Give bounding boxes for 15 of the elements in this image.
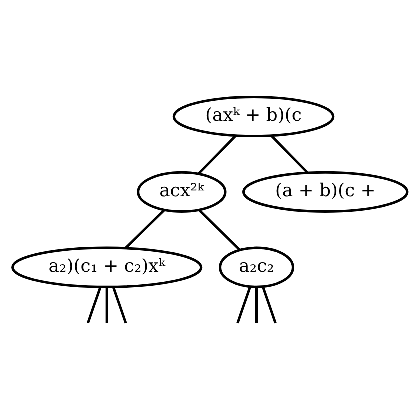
node-ellipse: acx²ᵏ — [137, 170, 227, 212]
node-ellipse: a₂)(c₁ + c₂)xᵏ — [12, 246, 203, 288]
connector — [236, 286, 252, 324]
connector — [256, 286, 258, 323]
connector — [262, 286, 277, 324]
node-ellipse: (axᵏ + b)(c — [172, 95, 335, 138]
connector — [198, 134, 237, 174]
connector — [112, 286, 128, 324]
node-ellipse: a₂c₂ — [219, 246, 294, 288]
connector — [198, 209, 241, 250]
connector — [125, 209, 166, 248]
connector — [106, 286, 108, 323]
connector — [271, 134, 308, 174]
node-ellipse: (a + b)(c + — [242, 170, 409, 212]
connector — [86, 286, 102, 324]
